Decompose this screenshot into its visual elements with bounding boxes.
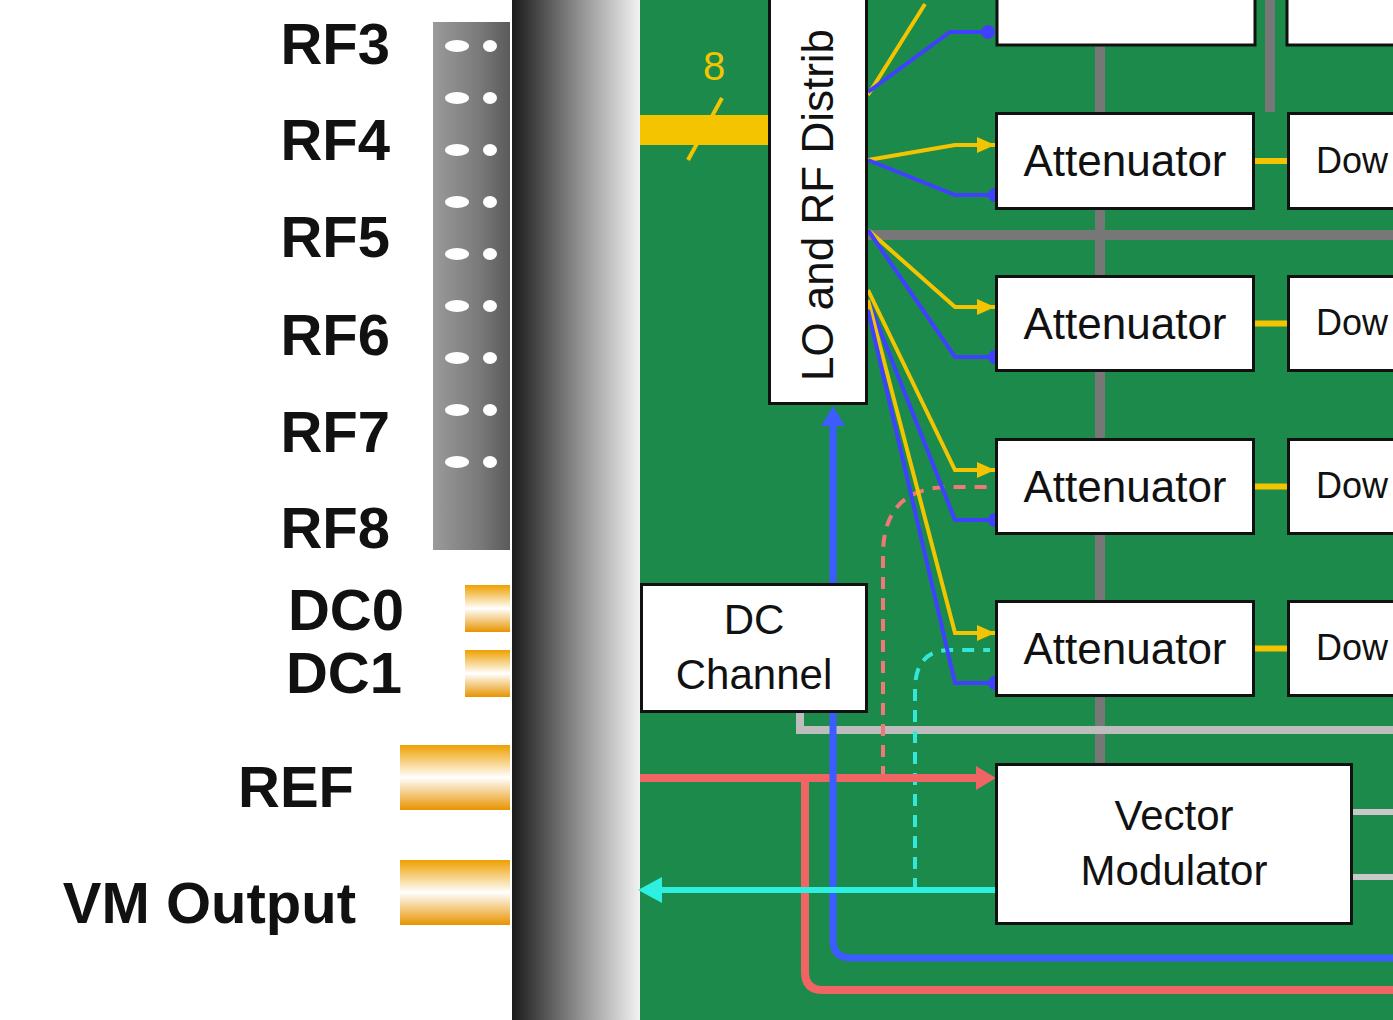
block-label: DC Channel [659,593,849,702]
pin-name: VM Output [63,874,356,932]
pin [445,144,469,156]
pin [483,352,497,364]
pin [483,300,497,312]
pin [445,300,469,312]
pin [445,404,469,416]
bus-slash [688,98,722,160]
block-label: Attenuator [1023,458,1226,515]
lo-dot [981,25,995,39]
board-edge-band [512,0,640,1020]
block-box: Attenuator [995,438,1255,535]
rf-connector [433,22,510,550]
pin [483,404,497,416]
block-label: Attenuator [1023,295,1226,352]
pin [483,144,497,156]
pin-name: RF4 [280,111,390,169]
partial-box [997,0,1255,45]
block-box: Dow [1287,275,1393,372]
pin [483,248,497,260]
pin [483,40,497,52]
pin-name: RF6 [280,306,390,364]
block-box: DC Channel [640,583,868,713]
vm-output-line [660,887,995,893]
block-box: Attenuator [995,112,1255,210]
ground-bus [1265,0,1275,112]
block-label: Dow [1316,138,1388,185]
pin [483,456,497,468]
pin [445,196,469,208]
lo-connector [868,230,995,357]
block-label: Dow [1316,300,1388,347]
pin [483,92,497,104]
rf-connector [1255,484,1287,490]
pin-name: DC0 [288,581,404,639]
ref-arrowhead [976,766,996,790]
pin-name: RF7 [280,403,390,461]
rf-line [868,4,925,95]
pin [483,196,497,208]
lo-connector [868,310,995,683]
pin-name: RF8 [280,499,390,557]
block-label: Attenuator [1023,132,1226,189]
rf-connector [868,145,995,160]
pin [445,352,469,364]
dc-pad [465,585,510,632]
pin-name: RF3 [280,15,390,73]
block-box: Dow [1287,600,1393,697]
pin-name: REF [238,758,354,816]
pcb-ground [640,0,1393,1020]
block-label: Vector Modulator [1044,789,1304,898]
pin [445,92,469,104]
vm-arrowhead [638,877,662,903]
dc-pad [465,650,510,697]
block-box: Attenuator [995,275,1255,372]
block-label: LO and RF Distrib [789,29,846,381]
block-label: Attenuator [1023,620,1226,677]
lo-line [868,32,982,92]
pin [445,456,469,468]
rf-connector [868,230,995,307]
block-box: Dow [1287,438,1393,535]
rf-connector [1255,321,1287,327]
control-bus [800,713,1393,730]
vm-control-line [1353,874,1393,880]
lo-connector [868,160,995,195]
pin-name: DC1 [286,644,402,702]
rf-connector [1255,646,1287,652]
block-box: Dow [1287,112,1393,210]
connector-pins [445,40,497,468]
lo-arrowhead [821,406,845,426]
distribution-box: LO and RF Distrib [768,0,868,405]
vm-control-line [1353,809,1393,815]
block-box: Attenuator [995,600,1255,697]
bus-width: 8 [703,46,725,86]
block-label: Dow [1316,625,1388,672]
ground-bus [868,230,1393,240]
partial-box [1287,0,1393,45]
lo-connector [868,300,995,520]
pin [445,40,469,52]
block-label: Dow [1316,463,1388,510]
ref-pad [400,745,510,810]
pin-name: RF5 [280,208,390,266]
vm-pad [400,860,510,925]
pin [445,248,469,260]
block-box: Vector Modulator [995,763,1353,925]
rf-connector [1255,158,1287,164]
